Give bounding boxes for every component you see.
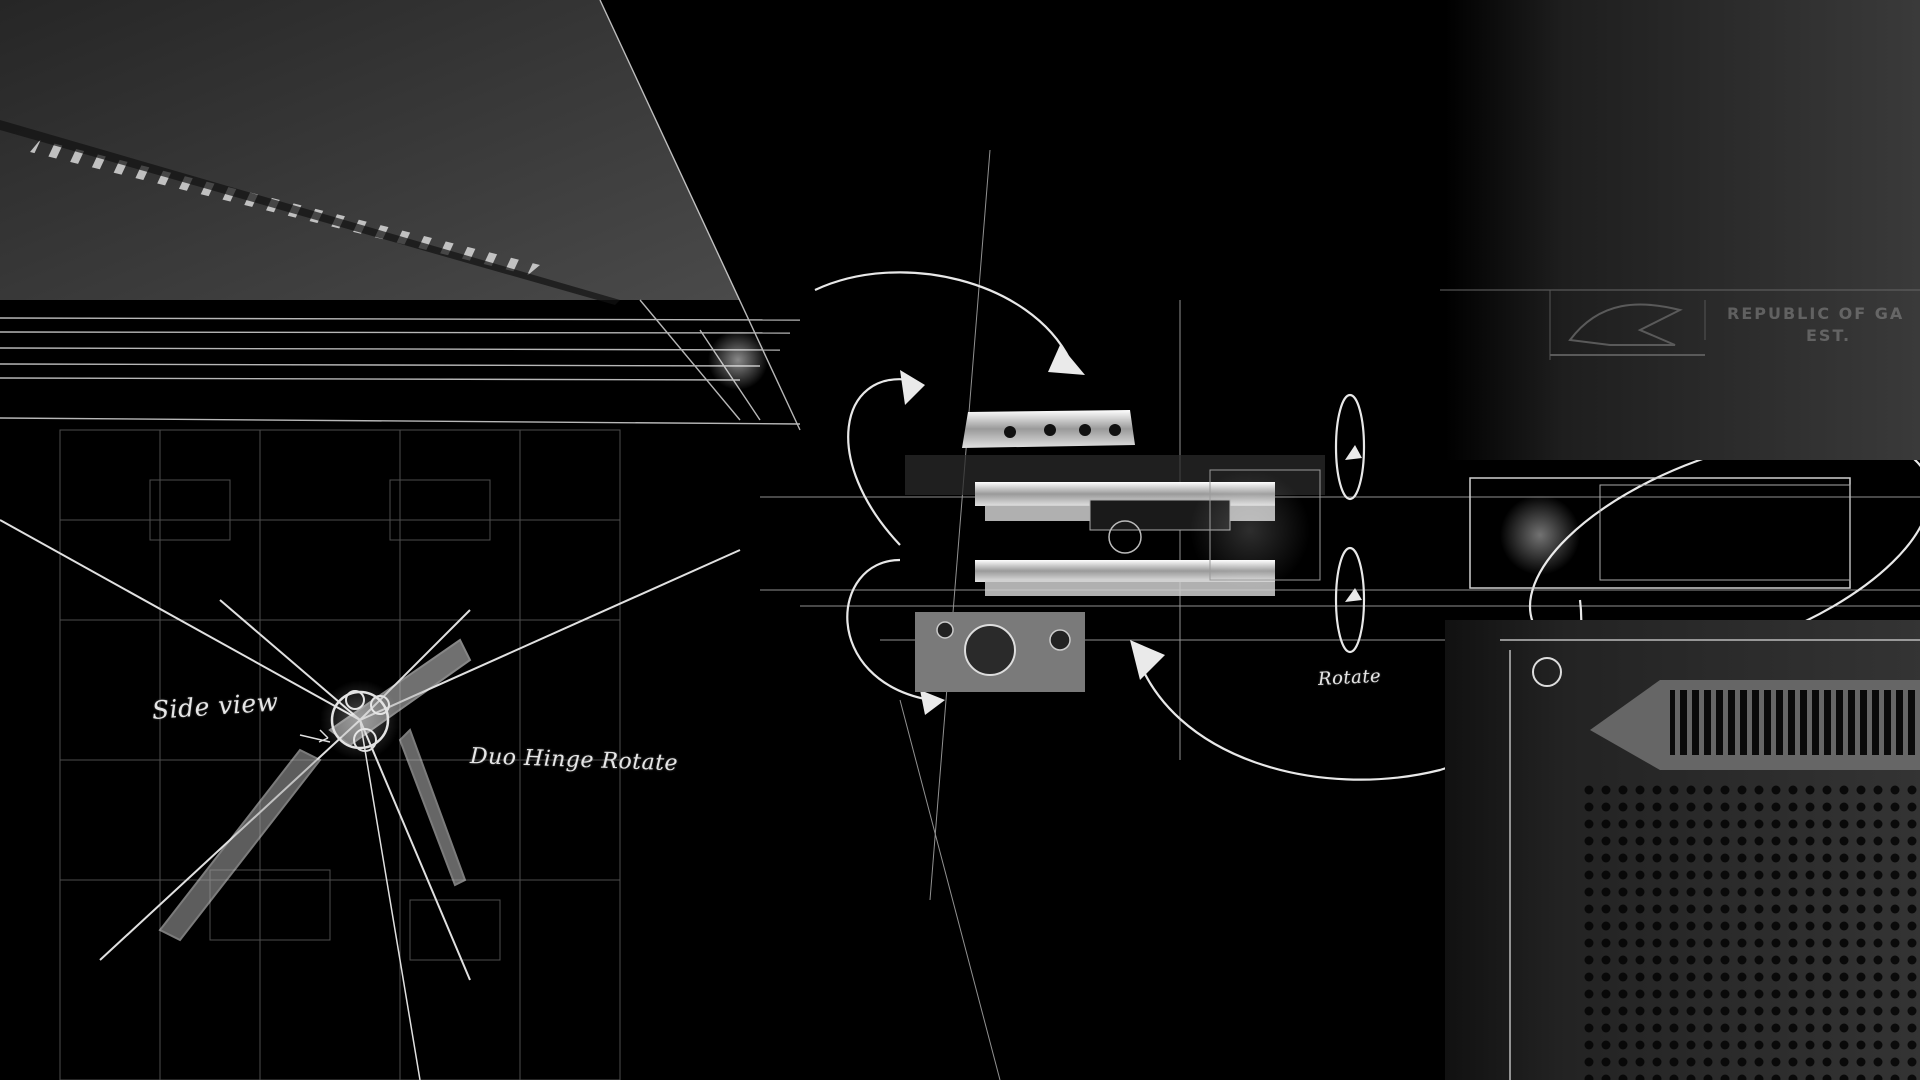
keyboard-grid-sketch xyxy=(59,429,621,1080)
laptop-lid-panel xyxy=(0,0,740,305)
highlight-glows xyxy=(708,330,1580,590)
brand-text-line2: EST. xyxy=(1806,326,1852,345)
brand-text-line1: REPUBLIC OF GA xyxy=(1727,304,1905,323)
side-view-starburst xyxy=(0,519,741,1080)
rotate-label: Rotate xyxy=(1317,665,1382,690)
lid-edge-lines xyxy=(0,0,801,431)
rog-logo-icon xyxy=(1550,303,1705,356)
arrow-heads xyxy=(900,345,1362,715)
laptop-base-panel xyxy=(1440,0,1920,1080)
